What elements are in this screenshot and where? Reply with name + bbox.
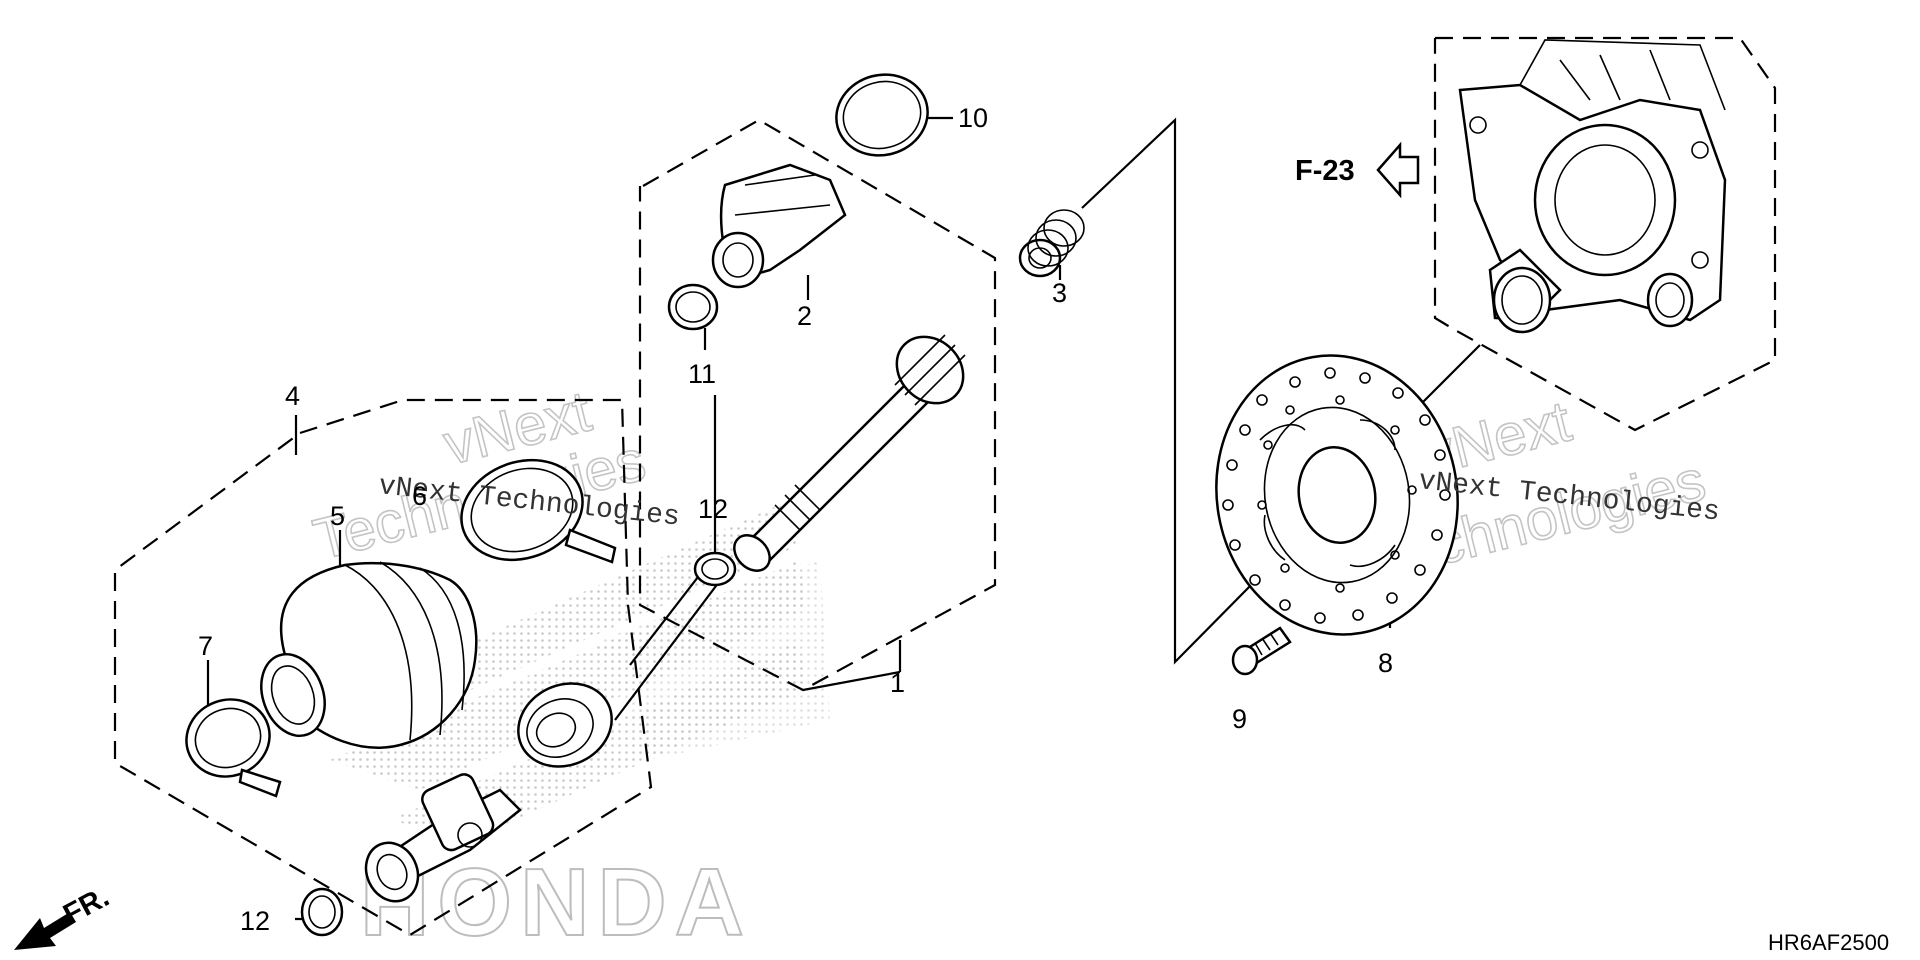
callout-11: 11 [688,359,716,389]
part-7-small-clamp [185,698,282,798]
group-outline-4 [113,398,653,937]
front-direction-arrow: FR. [14,881,115,950]
universal-joint [364,773,522,903]
joint-bearing [517,682,613,768]
callout-2: 2 [797,301,812,331]
hub-assembly [1458,39,1727,334]
part-12-o-ring-upper [693,551,737,587]
reference-arrow-f23: F-23 [1295,141,1420,199]
callout-12-upper: 12 [698,494,728,524]
part-2-housing [711,163,847,289]
reference-label: F-23 [1295,155,1355,187]
callout-5: 5 [330,501,345,531]
part-12-o-ring-lower [300,887,344,937]
callout-6: 6 [412,481,427,511]
part-8-brake-disc [1215,354,1459,636]
part-11-small-ring [667,283,719,331]
part-10-large-ring [835,73,929,157]
group-outline-1 [638,118,997,692]
part-3-spring [1018,209,1085,278]
callout-1: 1 [890,668,905,698]
callout-4: 4 [285,381,300,411]
part-5-boot [260,561,478,749]
part-6-band-clamp [460,458,617,564]
diagram-code: HR6AF2500 [1768,930,1889,955]
callout-12-lower: 12 [240,906,270,936]
callout-9: 9 [1232,704,1247,734]
group-outline-hub [1433,36,1777,432]
part-1-splined-shaft [733,334,966,572]
callout-7: 7 [198,631,213,661]
callout-10: 10 [958,103,988,133]
part-9-bolt [1231,626,1292,676]
callout-3: 3 [1052,278,1067,308]
callout-8: 8 [1378,648,1393,678]
